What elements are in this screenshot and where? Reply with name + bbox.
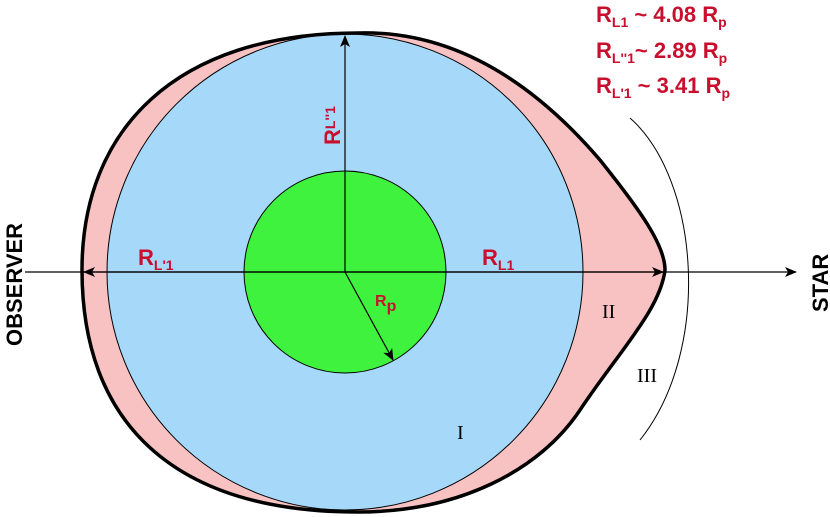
roche-lobe-outline — [357, 31, 667, 514]
label-rl1: RL1 — [482, 245, 514, 273]
legend-line-2: RL''1~ 2.89 Rp — [596, 38, 727, 66]
label-rl-prime: RL'1 — [138, 245, 174, 273]
legend: RL1 ~ 4.08 Rp RL''1~ 2.89 Rp RL'1 ~ 3.41… — [596, 2, 730, 101]
roche-lobe-outline-left — [80, 31, 359, 514]
label-rl-double-prime: RL''1 — [320, 106, 345, 145]
region-1-label: I — [457, 422, 464, 444]
legend-line-1: RL1 ~ 4.08 Rp — [596, 2, 727, 30]
region-2-label: II — [602, 301, 615, 323]
region-3-label: III — [637, 365, 657, 387]
legend-line-3: RL'1 ~ 3.41 Rp — [596, 73, 730, 101]
label-rp: Rp — [375, 293, 397, 315]
region-3-arc — [629, 117, 690, 441]
rp-arrow — [344, 271, 394, 361]
observer-label: OBSERVER — [2, 223, 27, 346]
star-label: STAR — [808, 254, 830, 312]
